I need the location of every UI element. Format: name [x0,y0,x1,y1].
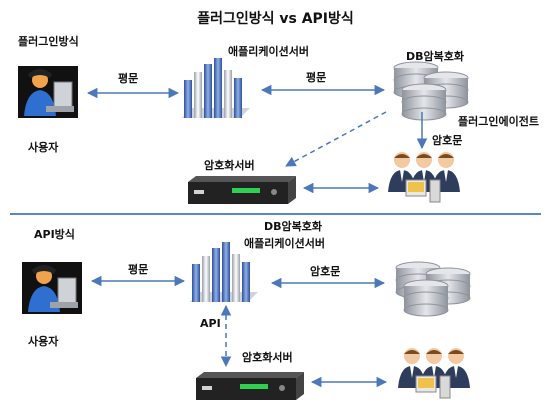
plugin-agent-label: 플러그인에이전트 [458,115,539,128]
api-label: API [200,317,221,330]
crypto-server-label: 암호화서버 [204,159,255,172]
plaintext-label: 평문 [306,71,327,84]
application-server-icon [182,58,250,118]
encryption-server-appliance [196,372,304,400]
encryption-server-appliance [188,176,296,204]
user-computer-icon [18,66,78,118]
app-server-label: 애플리케이션서버 [244,237,325,250]
user-label: 사용자 [28,141,59,154]
db-label: DB암복호화 [406,50,464,63]
plaintext-label: 평문 [118,72,139,85]
user-group-icon [398,348,470,399]
diagram-title: 플러그인방식 vs API방식 [197,11,354,27]
ciphertext-label: 암호문 [310,265,341,278]
api-section-heading: API방식 [34,228,75,241]
plugin-section-heading: 플러그인방식 [18,35,79,48]
user-group-icon [388,152,460,203]
plaintext-label: 평문 [128,263,149,276]
database-icon [395,261,471,317]
crypto-server-label: 암호화서버 [242,351,293,364]
db-label: DB암복호화 [264,220,322,233]
arrow-db-to-crypto-dashed [285,111,387,167]
ciphertext-label: 암호문 [432,134,463,147]
application-server-icon [190,242,258,302]
user-computer-icon [22,262,82,314]
app-server-label: 애플리케이션서버 [228,45,309,58]
database-icon [393,61,469,121]
user-label: 사용자 [28,335,59,348]
